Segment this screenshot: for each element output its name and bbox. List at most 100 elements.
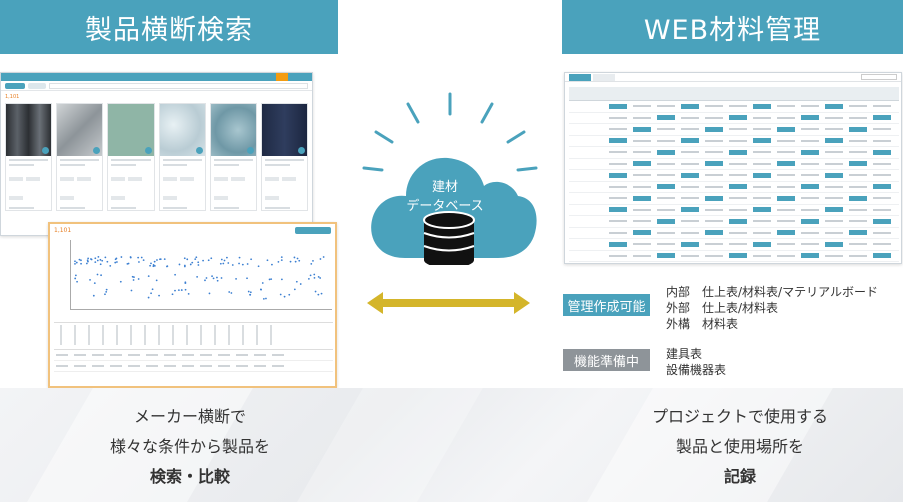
scatter-dot <box>152 264 155 266</box>
scatter-dot <box>202 259 204 262</box>
search-caption-line1: メーカー横断で <box>133 407 246 426</box>
pending-item: 設備機器表 <box>666 363 727 377</box>
scatter-dot <box>289 260 292 263</box>
table-row <box>569 228 899 239</box>
scatter-dot <box>196 275 199 278</box>
scatter-dot <box>222 262 225 265</box>
scatter-dot <box>178 263 181 266</box>
scatter-dot <box>129 256 132 258</box>
scatter-dot <box>314 290 317 293</box>
scatter-dot <box>298 259 301 262</box>
scatter-dot <box>230 292 233 294</box>
table-row <box>569 113 899 124</box>
scatter-dot <box>249 293 252 296</box>
product-search-screenshot: 1,101 <box>0 72 313 236</box>
scatter-dot <box>104 293 106 296</box>
scatter-dot <box>155 279 158 282</box>
scatter-dot <box>280 278 283 281</box>
scatter-dot <box>246 277 248 280</box>
scatter-dot <box>261 282 264 284</box>
scatter-dot <box>80 259 82 262</box>
scatter-dot <box>177 289 180 292</box>
scatter-dot <box>137 256 140 259</box>
scatter-dot <box>126 262 129 265</box>
scatter-dot <box>228 291 231 293</box>
scatter-dot <box>238 262 240 265</box>
cloud-label: 建材 データベース <box>385 178 505 216</box>
scatter-dot <box>109 264 112 267</box>
available-item: 内部 仕上表/材料表/マテリアルボード <box>666 285 878 299</box>
scatter-dot <box>293 288 296 291</box>
search-caption-emphasis: 検索・比較 <box>149 467 230 486</box>
table-row <box>569 205 899 216</box>
scatter-dot <box>96 273 99 276</box>
scatter-dot <box>191 261 194 264</box>
scatter-dot <box>137 278 140 280</box>
scatter-dot <box>317 293 320 296</box>
scatter-dot <box>223 259 226 262</box>
product-card <box>158 103 206 211</box>
product-card <box>260 103 309 211</box>
cloud-label-line1: 建材 <box>431 180 458 195</box>
scatter-dot <box>120 256 123 258</box>
scatter-dot <box>197 261 200 264</box>
scatter-dot <box>246 263 249 265</box>
scatter-dot <box>250 258 253 261</box>
scatter-dot <box>189 263 192 266</box>
scatter-dot <box>313 273 316 276</box>
scatter-dot <box>320 292 323 295</box>
scatter-dot <box>235 277 237 280</box>
scatter-dot <box>138 261 140 263</box>
scatter-dot <box>280 256 283 259</box>
table-row <box>569 182 899 193</box>
scatter-dot <box>158 294 160 297</box>
scatter-dot <box>94 257 97 260</box>
comparison-result-count: 1,101 <box>54 226 72 234</box>
scatter-dot <box>309 274 312 277</box>
scatter-dot <box>277 260 280 263</box>
scatter-dot <box>97 255 100 258</box>
scatter-dot <box>231 264 234 266</box>
material-table-screenshot <box>564 72 902 264</box>
scatter-dot <box>310 262 313 265</box>
building-material-database-cloud <box>360 90 540 268</box>
scatter-dot <box>296 257 299 260</box>
scatter-dot <box>99 263 102 266</box>
comparison-table-mock <box>54 322 333 372</box>
scatter-dot <box>150 292 152 295</box>
scatter-plot-mock <box>70 240 332 310</box>
scatter-dot <box>87 257 90 260</box>
management-caption-emphasis: 記録 <box>723 467 756 486</box>
scatter-dot <box>280 259 283 261</box>
scatter-dot <box>279 293 282 296</box>
table-row <box>569 239 899 251</box>
caption-background <box>0 388 903 502</box>
scatter-dot <box>171 293 174 296</box>
scatter-dot <box>220 258 223 261</box>
scatter-dot <box>163 258 166 261</box>
scatter-dot <box>105 290 108 293</box>
material-management-title: WEB材料管理 <box>562 0 903 54</box>
database-icon <box>423 211 475 268</box>
available-items-list: 内部 仕上表/材料表/マテリアルボード 外部 仕上表/材料表 外構 材料表 <box>666 284 878 332</box>
scatter-dot <box>270 278 273 281</box>
scatter-dot <box>238 256 241 259</box>
scatter-dot <box>183 264 186 267</box>
bidirectional-arrow-icon <box>367 292 530 314</box>
scatter-dot <box>166 265 169 268</box>
table-row <box>569 101 899 113</box>
scatter-dot <box>119 280 122 283</box>
scatter-dot <box>220 277 223 279</box>
scatter-dot <box>75 261 78 264</box>
scatter-dot <box>174 273 176 276</box>
scatter-dot <box>194 258 197 261</box>
scatter-dot <box>195 256 198 259</box>
scatter-dot <box>319 277 322 279</box>
scatter-dot <box>184 281 187 284</box>
scatter-dot <box>212 277 215 280</box>
scatter-dot <box>319 258 322 260</box>
scatter-dot <box>260 288 262 291</box>
scatter-dot <box>156 259 158 261</box>
scatter-dot <box>226 256 228 259</box>
scatter-dot <box>307 277 310 280</box>
